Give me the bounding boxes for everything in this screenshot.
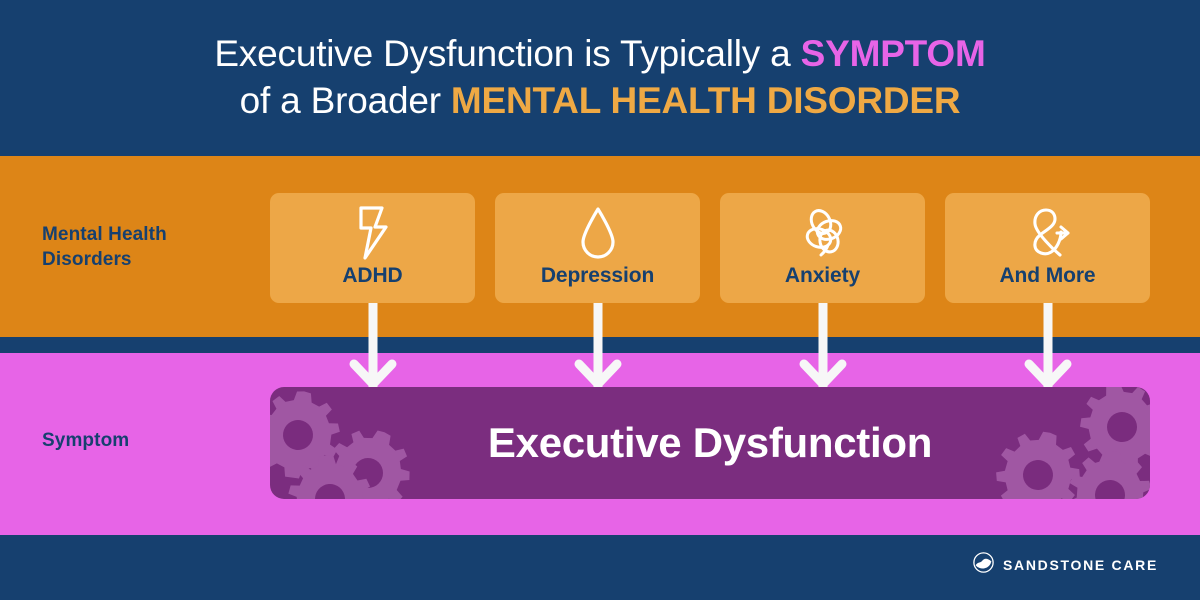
flow-arrow-and-more xyxy=(1018,298,1078,395)
title-highlight-symptom: SYMPTOM xyxy=(800,33,986,75)
ampersand-icon xyxy=(1024,204,1072,262)
disorder-card-and-more[interactable]: And More xyxy=(945,193,1150,303)
disorder-card-list: ADHD Depression Anxiety xyxy=(270,193,1150,303)
disorder-card-depression[interactable]: Depression xyxy=(495,193,700,303)
title-line-2-text: of a Broader xyxy=(239,80,451,121)
disorder-card-label: Anxiety xyxy=(784,264,861,287)
row-label-symptom: Symptom xyxy=(42,430,130,451)
flow-arrow-depression xyxy=(568,298,628,395)
flow-arrow-anxiety xyxy=(793,298,853,395)
title-line-2: of a Broader MENTAL HEALTH DISORDER xyxy=(240,78,961,125)
tangled-scribble-icon xyxy=(795,204,851,262)
sandstone-care-circle-logo xyxy=(973,552,994,578)
executive-dysfunction-label: Executive Dysfunction xyxy=(487,419,933,466)
title-line-1: Executive Dysfunction is Typically a SYM… xyxy=(214,31,985,78)
disorder-card-label: And More xyxy=(999,264,1096,287)
sandstone-care-logo[interactable]: SANDSTONE CARE xyxy=(973,552,1158,578)
flow-arrow-adhd xyxy=(343,298,403,395)
title-highlight-disorder: MENTAL HEALTH DISORDER xyxy=(450,80,961,121)
row-label-mental-health-disorders: Mental Health Disorders xyxy=(42,224,167,271)
sandstone-care-wordmark: SANDSTONE CARE xyxy=(1002,557,1158,573)
disorder-card-adhd[interactable]: ADHD xyxy=(270,193,475,303)
lightning-bolt-icon xyxy=(351,204,395,262)
title-line-1-text: Executive Dysfunction is Typically a xyxy=(214,33,801,75)
footer-bar xyxy=(0,535,1200,600)
disorder-card-label: Depression xyxy=(540,264,655,287)
executive-dysfunction-bar: Executive Dysfunction xyxy=(270,387,1150,499)
disorder-card-anxiety[interactable]: Anxiety xyxy=(720,193,925,303)
header-banner: Executive Dysfunction is Typically a SYM… xyxy=(0,0,1200,156)
disorder-card-label: ADHD xyxy=(342,264,403,287)
water-drop-icon xyxy=(578,204,618,262)
